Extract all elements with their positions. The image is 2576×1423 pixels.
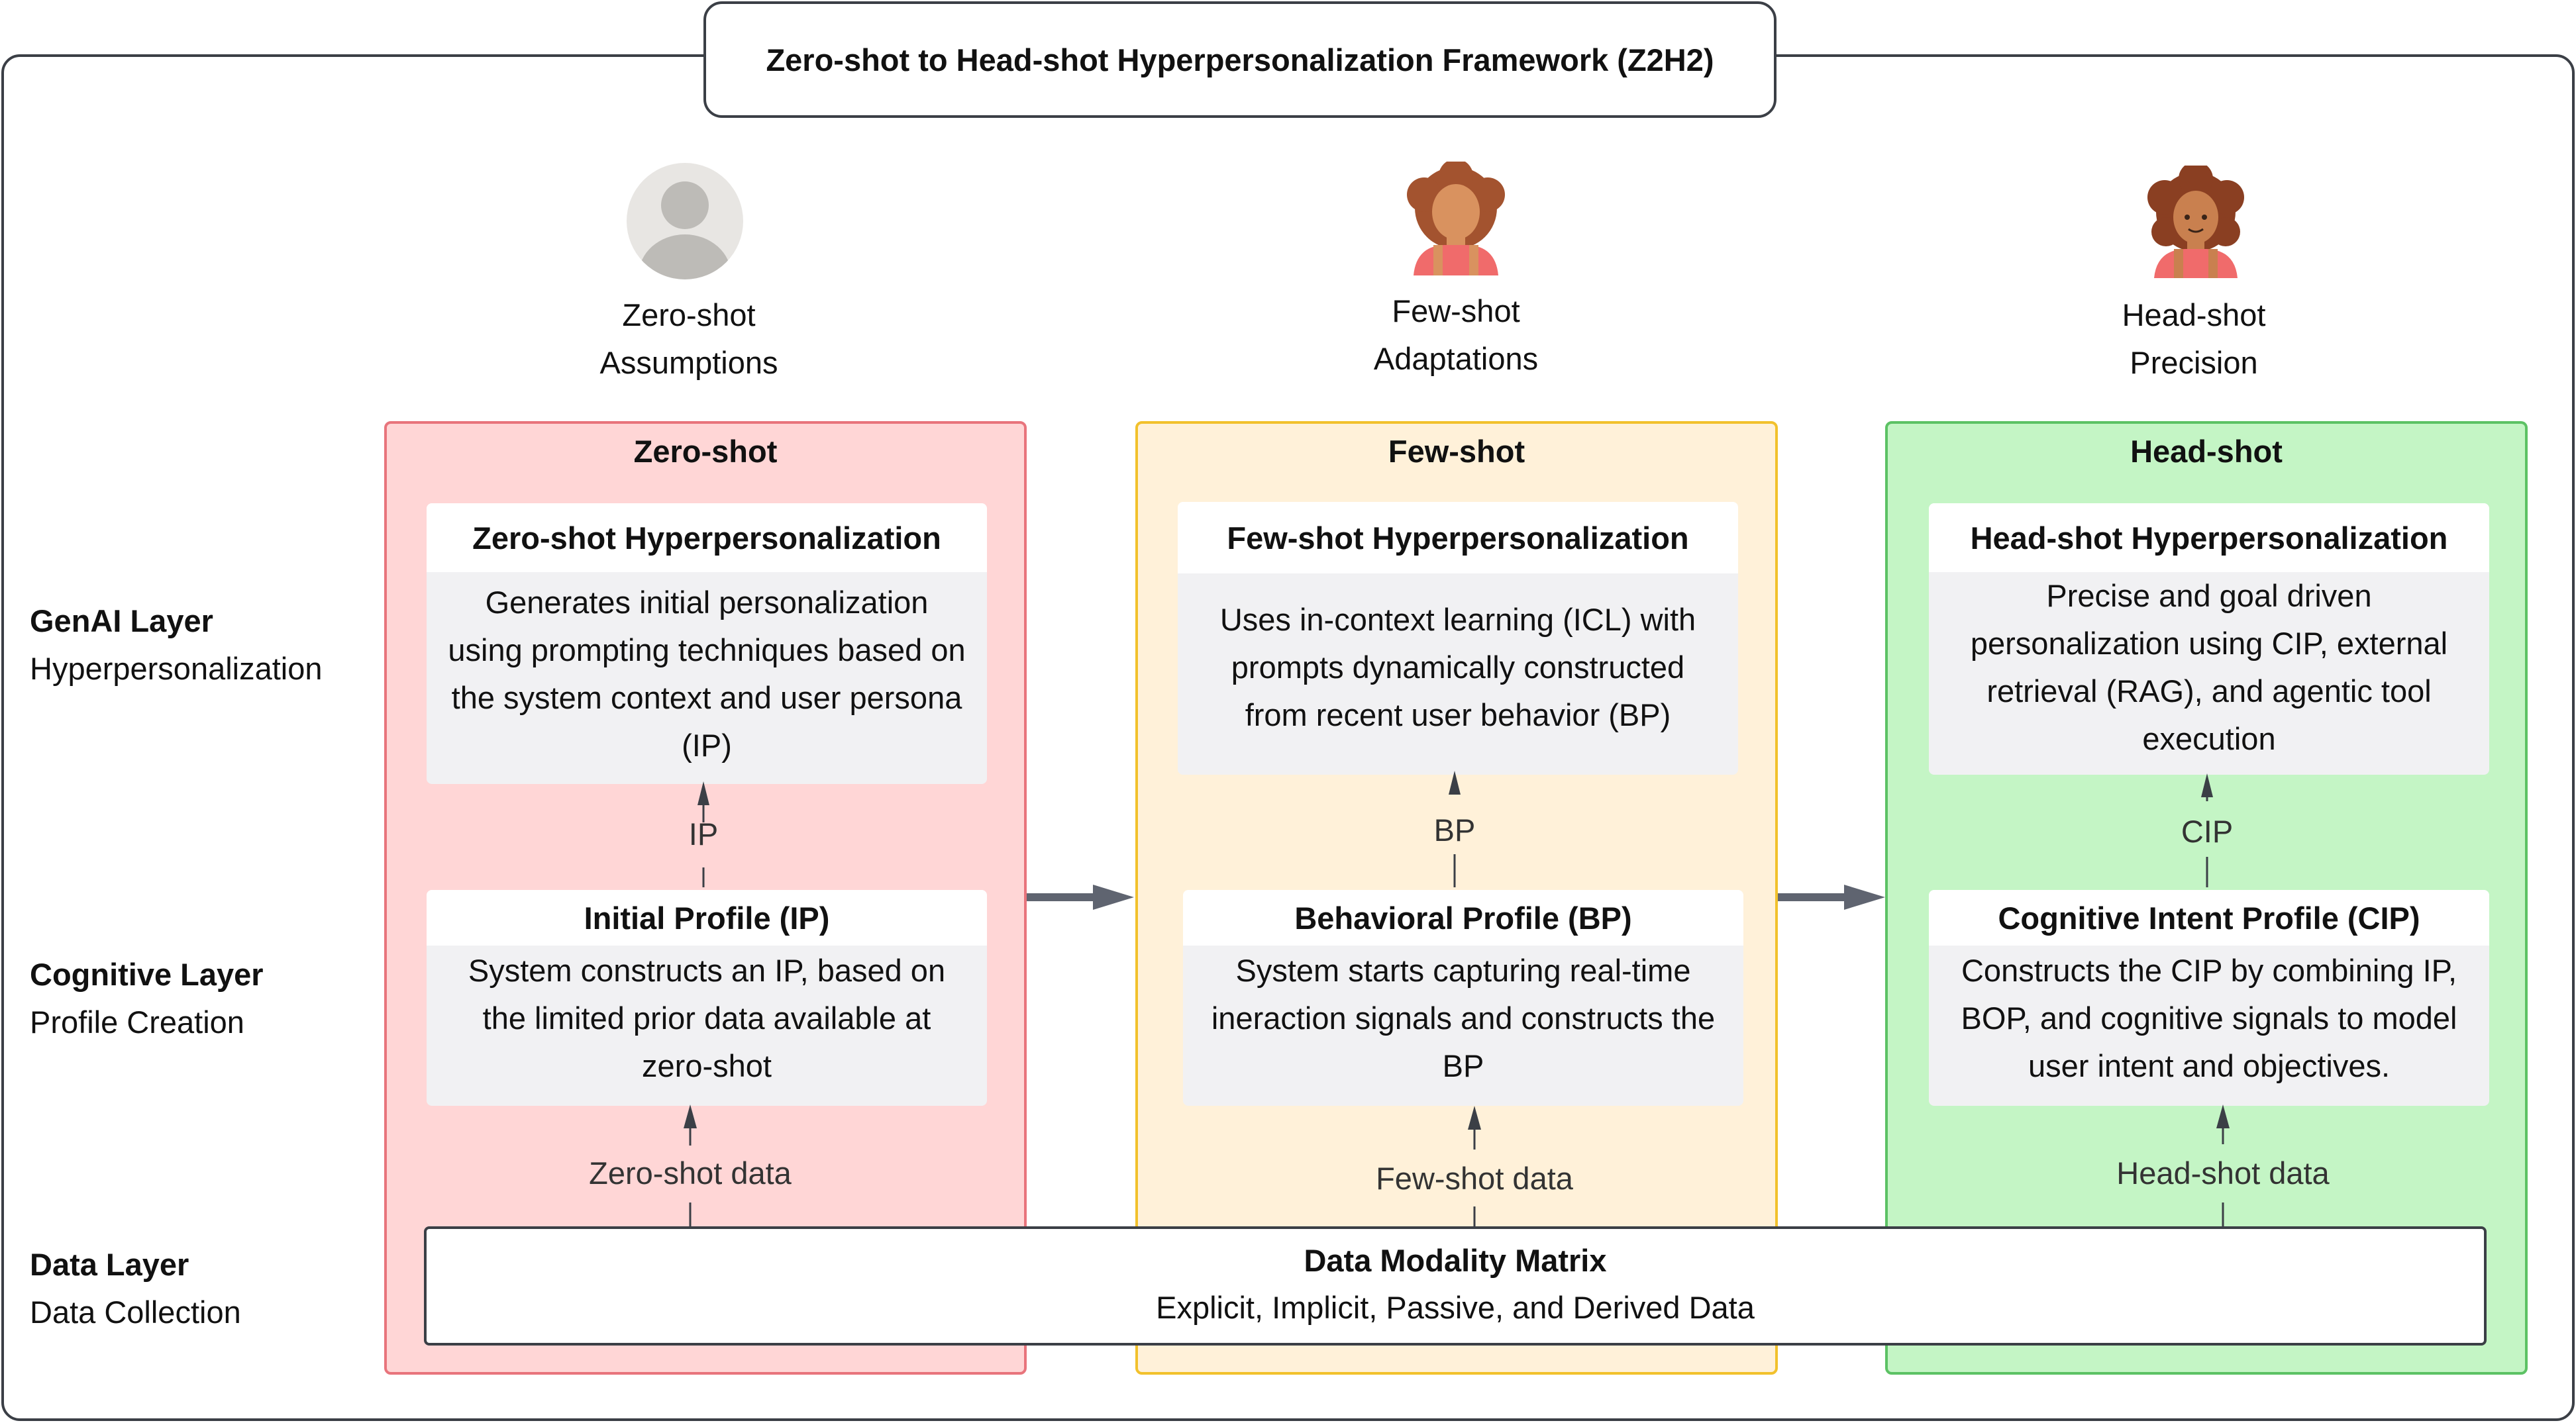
persona-label-few: Few-shot Adaptations <box>1257 287 1655 383</box>
persona-label-zero-line2: Assumptions <box>599 345 778 380</box>
layer-subtitle-genai: Hyperpersonalization <box>30 651 323 686</box>
genai-card-title: Few-shot Hyperpersonalization <box>1178 502 1738 573</box>
profile-card-head-shot: Cognitive Intent Profile (CIP) Construct… <box>1929 890 2489 1106</box>
arrow-head-profile-to-genai <box>2201 773 2213 887</box>
genai-card-body: Uses in-context learning (ICL) with prom… <box>1219 602 1696 732</box>
profile-card-title: Cognitive Intent Profile (CIP) <box>1929 890 2489 946</box>
layer-subtitle-cognitive: Profile Creation <box>30 1005 244 1040</box>
persona-label-few-line2: Adaptations <box>1373 341 1539 376</box>
profile-card-zero-shot: Initial Profile (IP) System constructs a… <box>427 890 987 1106</box>
profile-card-body: System starts capturing real-time inerac… <box>1211 953 1716 1083</box>
persona-label-zero: Zero-shot Assumptions <box>490 291 888 387</box>
profile-card-title: Behavioral Profile (BP) <box>1183 890 1743 946</box>
column-few-shot: Few-shot Few-shot Hyperpersonalization U… <box>1135 421 1778 1375</box>
link-label-ip: IP <box>688 816 719 852</box>
layer-title-genai: GenAI Layer <box>30 603 213 638</box>
persona-label-few-line1: Few-shot <box>1392 293 1520 328</box>
profile-card-few-shot: Behavioral Profile (BP) System starts ca… <box>1183 890 1743 1106</box>
person-icon <box>2147 166 2244 278</box>
genai-card-few-shot: Few-shot Hyperpersonalization Uses in-co… <box>1178 502 1738 775</box>
column-zero-shot: Zero-shot Zero-shot Hyperpersonalization… <box>384 421 1027 1375</box>
arrow-zero-to-few <box>1027 885 1134 910</box>
layer-subtitle-data: Data Collection <box>30 1295 241 1330</box>
persona-label-head: Head-shot Precision <box>1995 291 2393 387</box>
genai-card-head-shot: Head-shot Hyperpersonalization Precise a… <box>1929 503 2489 775</box>
arrow-few-data-to-profile <box>1468 1106 1481 1226</box>
blurred-person-icon <box>1407 162 1505 275</box>
persona-label-head-line1: Head-shot <box>2122 297 2266 332</box>
matrix-title: Data Modality Matrix <box>1304 1243 1607 1278</box>
diagram-title: Zero-shot to Head-shot Hyperpersonalizat… <box>703 1 1777 118</box>
persona-label-zero-line1: Zero-shot <box>622 297 756 332</box>
data-label-head-shot: Head-shot data <box>2116 1155 2330 1191</box>
arrow-zero-data-to-profile <box>684 1104 697 1226</box>
column-title-few-shot: Few-shot <box>1388 434 1525 469</box>
link-label-cip: CIP <box>2181 814 2234 849</box>
link-label-bp: BP <box>1433 812 1476 848</box>
arrow-zero-profile-to-genai <box>697 781 709 887</box>
data-label-zero-shot: Zero-shot data <box>589 1155 792 1191</box>
persona-label-head-line2: Precision <box>2130 345 2258 380</box>
genai-card-zero-shot: Zero-shot Hyperpersonalization Generates… <box>427 503 987 784</box>
genai-card-body: Precise and goal driven personalization … <box>1970 578 2448 756</box>
profile-card-body: System constructs an IP, based on the li… <box>468 953 946 1083</box>
matrix-subtitle: Explicit, Implicit, Passive, and Derived… <box>1156 1290 1755 1325</box>
genai-card-body: Generates initial personalization using … <box>448 585 966 763</box>
arrow-few-profile-to-genai <box>1449 771 1461 887</box>
arrow-head-data-to-profile <box>2216 1104 2230 1226</box>
data-label-few-shot: Few-shot data <box>1376 1161 1573 1196</box>
genai-card-title: Head-shot Hyperpersonalization <box>1929 503 2489 572</box>
profile-card-title: Initial Profile (IP) <box>427 890 987 946</box>
arrow-few-to-head <box>1778 885 1885 910</box>
data-modality-matrix: Data Modality Matrix Explicit, Implicit,… <box>424 1226 2487 1346</box>
column-title-zero-shot: Zero-shot <box>633 434 778 469</box>
generic-user-icon <box>627 163 743 279</box>
column-head-shot: Head-shot Head-shot Hyperpersonalization… <box>1885 421 2528 1375</box>
profile-card-body: Constructs the CIP by combining IP, BOP,… <box>1961 953 2457 1083</box>
layer-title-data: Data Layer <box>30 1247 189 1282</box>
genai-card-title: Zero-shot Hyperpersonalization <box>427 503 987 572</box>
column-title-head-shot: Head-shot <box>2130 434 2283 469</box>
layer-title-cognitive: Cognitive Layer <box>30 957 264 992</box>
